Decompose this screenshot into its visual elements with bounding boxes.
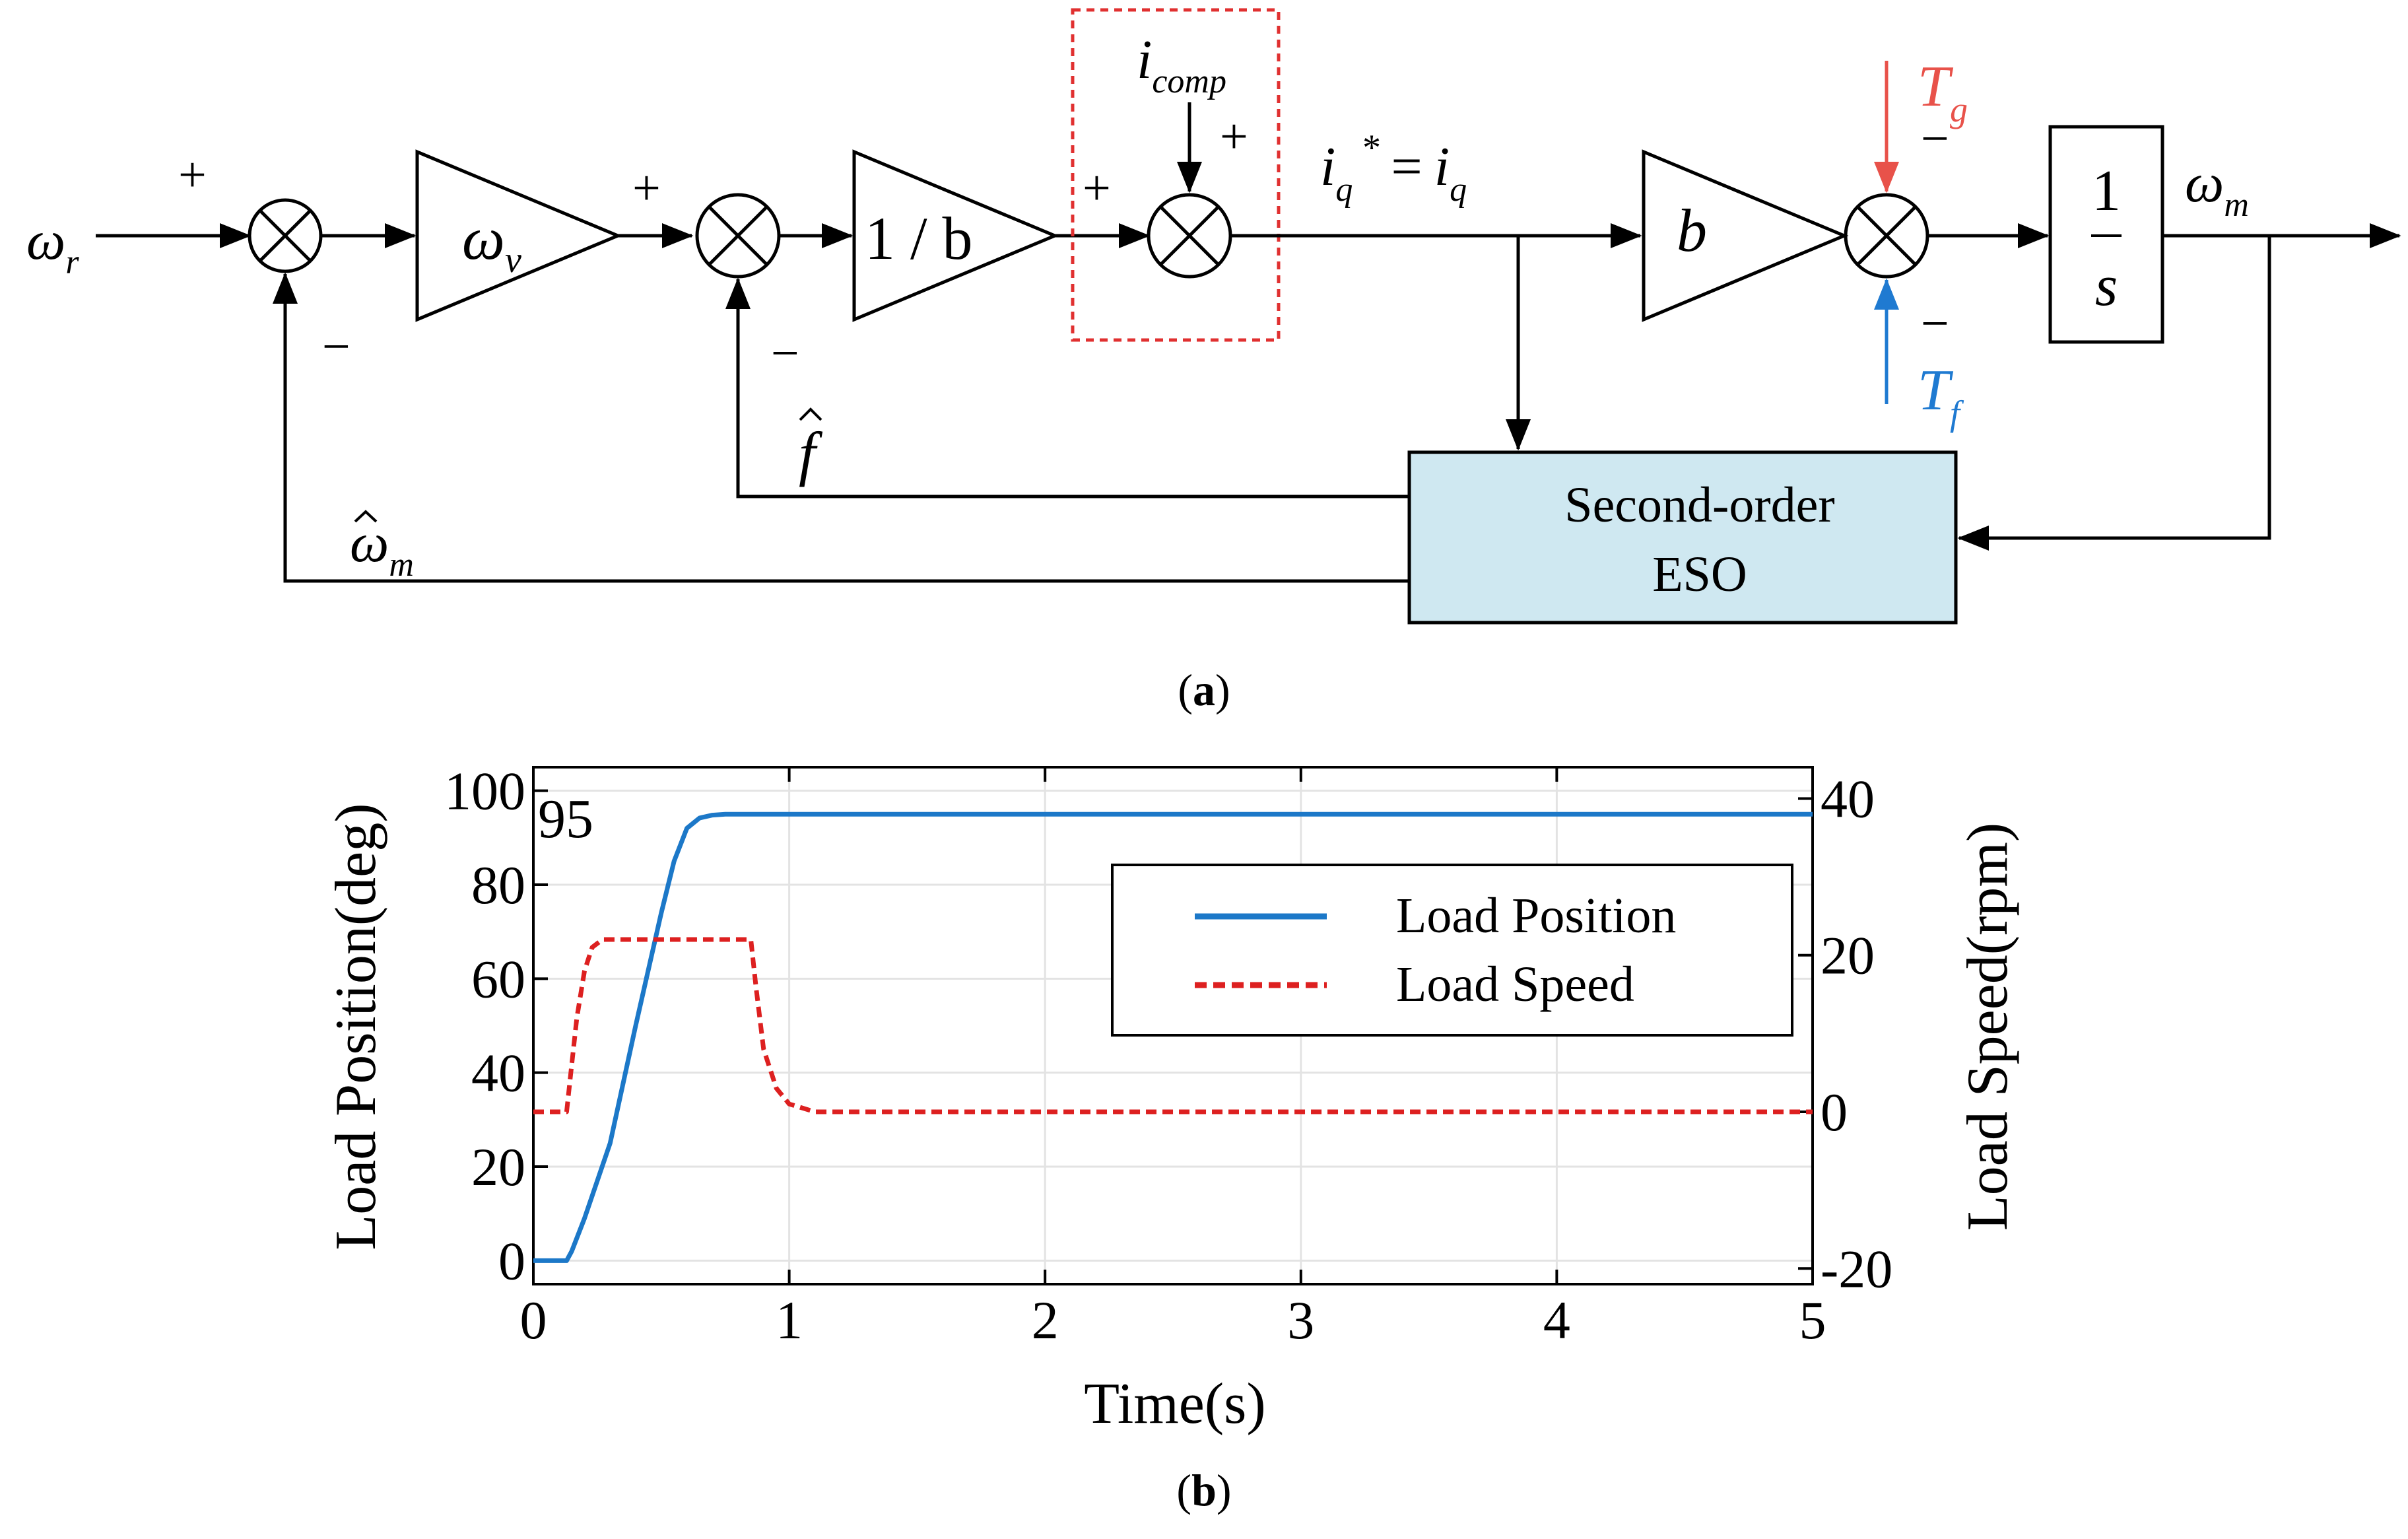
legend-label-load-speed: Load Speed xyxy=(1396,957,1634,1012)
x-tick-label: 5 xyxy=(1799,1290,1826,1350)
gain-omega-v-block xyxy=(415,149,622,322)
x-tick-label: 2 xyxy=(1032,1290,1059,1350)
summing-junction-2 xyxy=(695,193,781,279)
gain-b-label: b xyxy=(1677,197,1707,264)
output-feedback-line xyxy=(1959,236,2271,540)
left-y-tick-label: 80 xyxy=(471,855,525,915)
x-tick-label: 4 xyxy=(1543,1290,1570,1350)
chart-legend: Load Position Load Speed xyxy=(1111,864,1793,1037)
tf-label: Tf xyxy=(1918,359,1964,433)
x-tick-label: 3 xyxy=(1287,1290,1314,1350)
sum2-plus-sign: + xyxy=(632,160,661,216)
left-y-tick-label: 20 xyxy=(471,1137,525,1197)
w-hat-feedback-line xyxy=(283,275,1409,583)
left-y-axis-label: Load Position(deg) xyxy=(324,803,388,1250)
sum3-left-plus-sign: + xyxy=(1083,160,1111,216)
sum2-minus-sign: − xyxy=(771,325,799,381)
iq-equation-label: iq*=iq xyxy=(1320,127,1467,209)
left-y-tick-label: 40 xyxy=(471,1043,525,1103)
output-signal-label: ωm xyxy=(2185,153,2249,224)
f-hat-label: f xyxy=(799,420,823,487)
eso-block xyxy=(1407,450,1958,625)
sum3-top-plus-sign: + xyxy=(1220,109,1248,164)
gain-inverse-b-label: 1 / b xyxy=(865,205,973,272)
sum4-top-minus-sign: − xyxy=(1921,111,1949,166)
x-tick-label: 0 xyxy=(520,1290,547,1350)
gain-inverse-b-block xyxy=(852,149,1059,322)
x-tick-label: 1 xyxy=(776,1290,803,1350)
input-signal-label: ωr xyxy=(26,210,79,281)
chart: 0 1 2 3 4 5 0 20 40 60 80 100 -20 0 20 40 95 Load Posit… xyxy=(324,761,2020,1436)
left-y-tick-label: 60 xyxy=(471,949,525,1009)
integrator-numerator: 1 xyxy=(2092,159,2121,223)
tg-label: Tg xyxy=(1918,55,1968,129)
f-hat-accent xyxy=(799,407,822,421)
w-hat-accent xyxy=(354,510,378,523)
caption-a: (a) xyxy=(1178,665,1230,715)
comp-current-label: icomp xyxy=(1137,29,1226,100)
legend-box xyxy=(1111,864,1793,1037)
f-hat-feedback-line xyxy=(736,281,1409,498)
series-line-load-speed xyxy=(533,937,1813,1114)
compensation-highlight-box xyxy=(1071,8,1281,342)
summing-junction-4 xyxy=(1844,193,1929,279)
w-hat-label: ωm xyxy=(350,512,414,584)
sum1-minus-sign: − xyxy=(322,319,351,374)
block-diagram: ωr + − ωv + − 1 / b xyxy=(26,8,2401,625)
right-y-tick-label: 20 xyxy=(1821,926,1875,986)
gain-omega-v-label: ωv xyxy=(462,205,521,281)
eso-label-line1: Second-order xyxy=(1564,477,1834,533)
series-line-load-position xyxy=(533,811,1813,1263)
sum1-plus-sign: + xyxy=(178,147,207,203)
summing-junction-3 xyxy=(1147,193,1232,279)
chart-series xyxy=(533,811,1813,1263)
legend-label-load-position: Load Position xyxy=(1396,888,1676,943)
right-y-tick-label: 0 xyxy=(1821,1082,1848,1142)
chart-ticks: 0 1 2 3 4 5 0 20 40 60 80 100 -20 0 20 40 xyxy=(444,761,1892,1350)
gain-b-block xyxy=(1642,149,1849,322)
eso-label-line2: ESO xyxy=(1652,547,1747,602)
caption-b: (b) xyxy=(1176,1465,1231,1515)
summing-junction-1 xyxy=(248,198,323,273)
integrator-denominator: s xyxy=(2095,254,2118,318)
x-axis-label: Time(s) xyxy=(1084,1372,1265,1436)
sum4-bottom-minus-sign: − xyxy=(1921,296,1949,351)
left-y-tick-label: 0 xyxy=(498,1231,525,1291)
right-y-tick-label: 40 xyxy=(1821,769,1875,829)
chart-plot-frame xyxy=(532,766,1814,1285)
right-y-axis-label: Load Speed(rpm) xyxy=(1956,823,2020,1231)
right-y-tick-label: -20 xyxy=(1821,1239,1892,1299)
chart-annotation: 95 xyxy=(538,788,593,850)
left-y-tick-label: 100 xyxy=(444,761,525,821)
